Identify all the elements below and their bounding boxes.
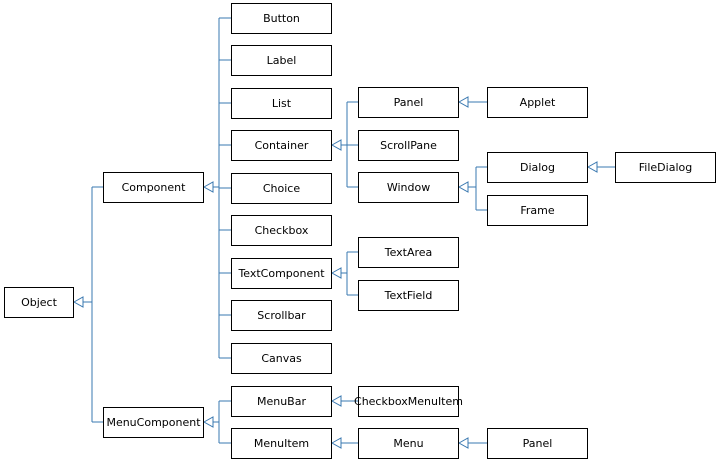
inheritance-arrowhead <box>330 267 342 279</box>
inheritance-arrowhead <box>457 437 469 449</box>
node-scrollpane: ScrollPane <box>358 130 459 161</box>
node-component: Component <box>103 172 204 203</box>
node-choice: Choice <box>231 173 332 204</box>
node-scrollbar: Scrollbar <box>231 300 332 331</box>
node-dialog: Dialog <box>487 152 588 183</box>
inheritance-arrowhead <box>330 395 342 407</box>
inheritance-arrowhead <box>586 161 598 173</box>
node-button: Button <box>231 3 332 34</box>
node-window: Window <box>358 172 459 203</box>
node-label: Label <box>231 45 332 76</box>
node-menuitem: MenuItem <box>231 428 332 459</box>
node-menu-panel: Panel <box>487 428 588 459</box>
node-textcomponent: TextComponent <box>231 258 332 289</box>
node-menu: Menu <box>358 428 459 459</box>
inheritance-arrowhead <box>202 181 214 193</box>
inheritance-arrowhead <box>330 437 342 449</box>
node-panel: Panel <box>358 87 459 118</box>
node-checkbox: Checkbox <box>231 215 332 246</box>
node-filedialog: FileDialog <box>615 152 716 183</box>
node-textfield: TextField <box>358 280 459 311</box>
node-object: Object <box>4 287 74 318</box>
inheritance-arrowhead <box>330 139 342 151</box>
inheritance-arrowhead <box>72 296 84 308</box>
node-frame: Frame <box>487 195 588 226</box>
node-textarea: TextArea <box>358 237 459 268</box>
node-container: Container <box>231 130 332 161</box>
node-menucomponent: MenuComponent <box>103 407 204 438</box>
inheritance-arrowhead <box>202 416 214 428</box>
node-checkboxmenuitem: CheckboxMenuItem <box>354 386 463 417</box>
node-menubar: MenuBar <box>231 386 332 417</box>
node-list: List <box>231 88 332 119</box>
node-canvas: Canvas <box>231 343 332 374</box>
inheritance-arrowhead <box>457 181 469 193</box>
node-applet: Applet <box>487 87 588 118</box>
inheritance-arrowhead <box>457 96 469 108</box>
